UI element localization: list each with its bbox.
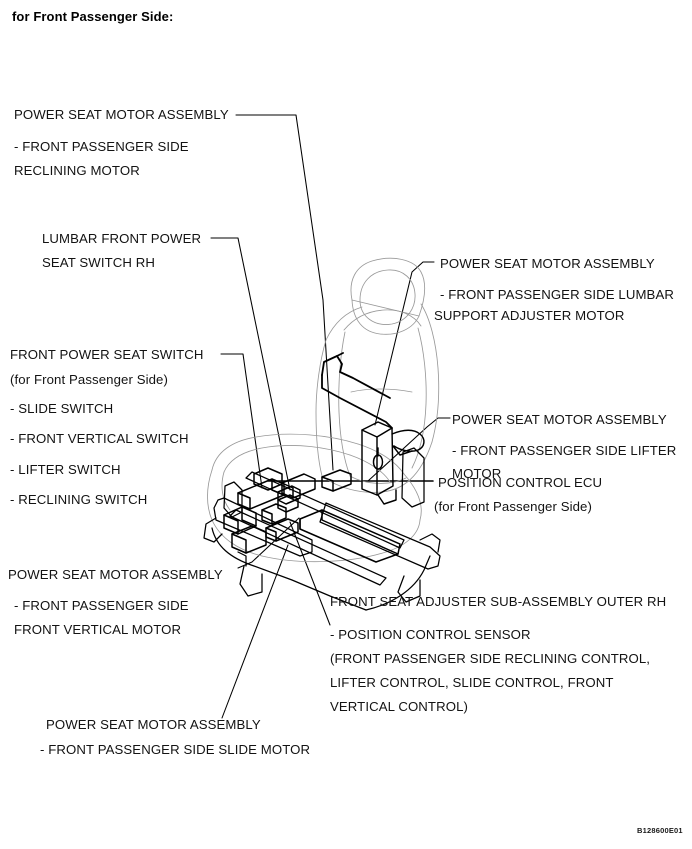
callout-position-control-ecu-line1: POSITION CONTROL ECU: [438, 475, 603, 490]
callout-lifter-motor-line1: POWER SEAT MOTOR ASSEMBLY: [452, 412, 667, 427]
callout-front-power-seat-switch-item1: - SLIDE SWITCH: [10, 401, 114, 416]
callout-reclining-motor-line3: RECLINING MOTOR: [14, 163, 140, 178]
power-seat-motor-cluster: [223, 485, 401, 563]
callout-lumbar-switch-line1: LUMBAR FRONT POWER: [42, 231, 202, 246]
position-control-ecu-part: [253, 467, 283, 491]
callout-seat-adjuster-line1: FRONT SEAT ADJUSTER SUB-ASSEMBLY OUTER R…: [330, 594, 667, 609]
seat-adjuster-frame: [203, 447, 441, 611]
callout-reclining-motor-line1: POWER SEAT MOTOR ASSEMBLY: [14, 107, 229, 122]
callout-seat-adjuster-line2: - POSITION CONTROL SENSOR: [330, 627, 531, 642]
callout-front-power-seat-switch-item3: - LIFTER SWITCH: [10, 462, 121, 477]
callout-lumbar-support-motor-line3: SUPPORT ADJUSTER MOTOR: [434, 308, 625, 323]
callout-reclining-motor-line2: - FRONT PASSENGER SIDE: [14, 139, 189, 154]
callout-front-power-seat-switch-item2: - FRONT VERTICAL SWITCH: [10, 431, 189, 446]
callout-front-vertical-motor-line3: FRONT VERTICAL MOTOR: [14, 622, 182, 637]
figure-code: B128600E01: [637, 826, 683, 835]
power-seat-switch-cluster: [237, 469, 352, 510]
callout-seat-adjuster-line4: LIFTER CONTROL, SLIDE CONTROL, FRONT: [330, 675, 614, 690]
callout-front-vertical-motor-line1: POWER SEAT MOTOR ASSEMBLY: [8, 567, 223, 582]
reclining-lever-rod: [321, 352, 393, 429]
callout-front-power-seat-switch-line1: FRONT POWER SEAT SWITCH: [10, 347, 204, 362]
callout-lifter-motor-line3: MOTOR: [452, 466, 502, 481]
callout-slide-motor-line2: - FRONT PASSENGER SIDE SLIDE MOTOR: [40, 742, 311, 757]
callout-lumbar-support-motor-line1: POWER SEAT MOTOR ASSEMBLY: [440, 256, 655, 271]
callout-seat-adjuster-line3: (FRONT PASSENGER SIDE RECLINING CONTROL,: [330, 651, 651, 666]
lumbar-support-adjuster-motor: [361, 421, 425, 505]
callout-lifter-motor-line2: - FRONT PASSENGER SIDE LIFTER: [452, 443, 677, 458]
callout-seat-adjuster-line5: VERTICAL CONTROL): [330, 699, 468, 714]
callout-front-vertical-motor-line2: - FRONT PASSENGER SIDE: [14, 598, 189, 613]
callout-lumbar-support-motor-line2: - FRONT PASSENGER SIDE LUMBAR: [440, 287, 674, 302]
callout-position-control-ecu-line2: (for Front Passenger Side): [434, 499, 592, 514]
seat-back-outline: [315, 257, 440, 493]
callout-front-power-seat-switch-item4: - RECLINING SWITCH: [10, 492, 148, 507]
page-heading: for Front Passenger Side:: [12, 9, 174, 24]
callout-lumbar-switch-line2: SEAT SWITCH RH: [42, 255, 156, 270]
callout-slide-motor-line1: POWER SEAT MOTOR ASSEMBLY: [46, 717, 261, 732]
callout-front-power-seat-switch-line2: (for Front Passenger Side): [10, 372, 168, 387]
